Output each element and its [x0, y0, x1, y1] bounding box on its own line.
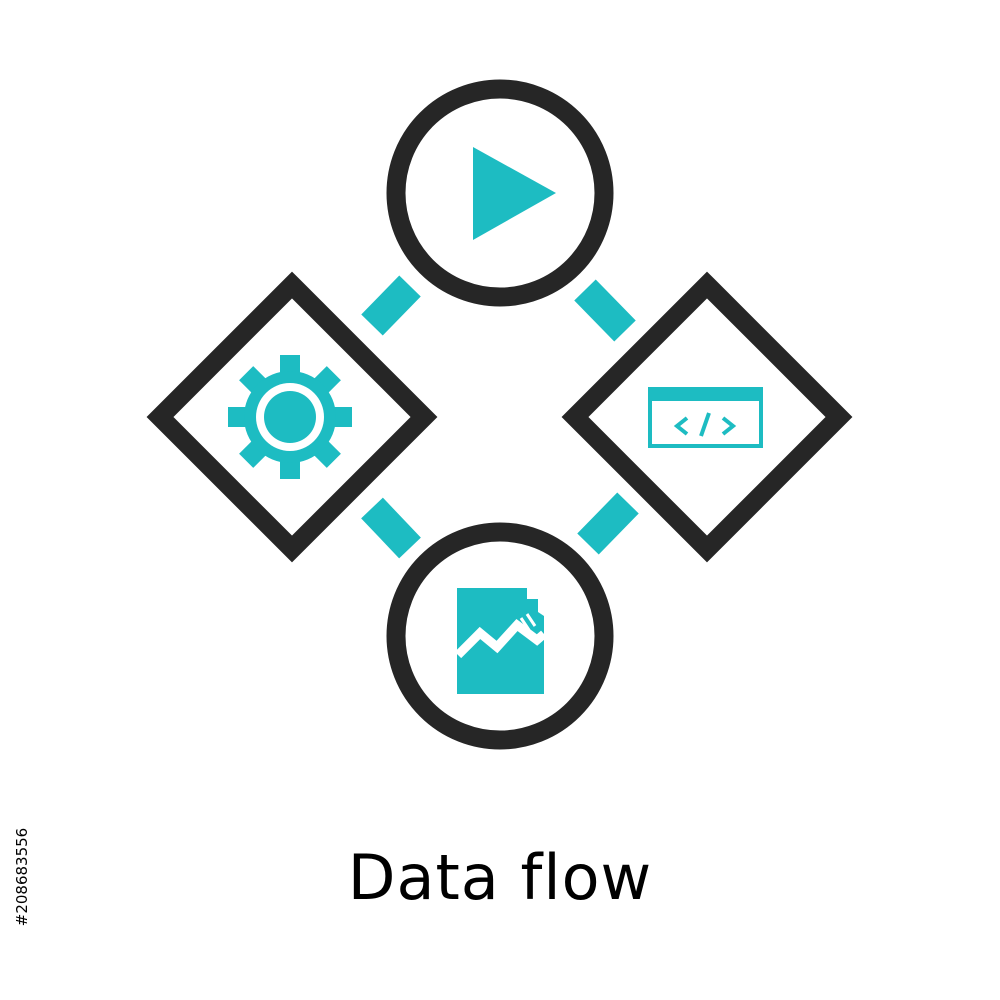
code-window-icon	[648, 387, 763, 448]
stock-id-label: #208683556	[0, 757, 40, 997]
caption-title: Data flow	[347, 841, 653, 914]
stock-id-text: #208683556	[13, 827, 31, 927]
bottom-node	[386, 522, 614, 750]
connector-bottom-left	[361, 497, 421, 559]
connectors	[361, 275, 639, 559]
top-node	[386, 79, 614, 307]
right-node	[561, 271, 853, 563]
connector-top-right	[574, 279, 636, 342]
play-icon	[473, 147, 556, 240]
connector-bottom-right	[577, 492, 639, 555]
connector-top-left	[361, 275, 421, 336]
broken-chart-document-icon	[454, 588, 547, 694]
left-node	[146, 271, 438, 563]
gear-icon	[228, 355, 352, 479]
